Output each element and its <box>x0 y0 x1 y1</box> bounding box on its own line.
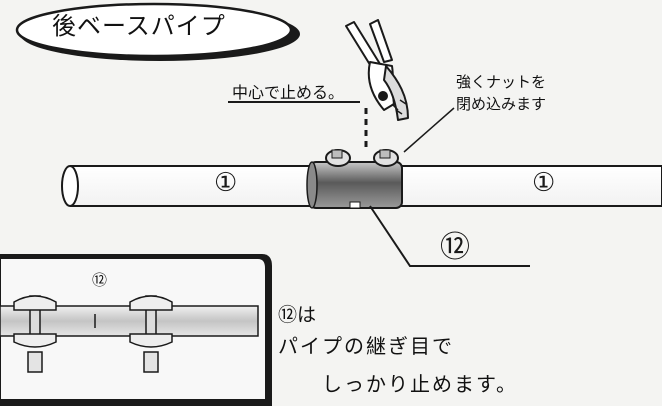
inset-detail <box>0 254 272 406</box>
tighten-label-line1: 強くナットを <box>456 73 547 91</box>
title-badge <box>15 2 300 61</box>
note-line1: ⑫は <box>278 304 317 326</box>
inset-clamp-left <box>13 295 57 373</box>
pipe-right-number: ① <box>532 168 556 198</box>
tighten-leader <box>403 107 455 153</box>
note-line3: しっかり止めます。 <box>322 372 518 396</box>
title: 後ベースパイプ <box>52 12 226 40</box>
sleeve-nuts <box>325 149 399 167</box>
joint-sleeve <box>306 161 403 209</box>
inset-number: ⑫ <box>92 271 108 289</box>
note-line2: パイプの継ぎ目で <box>278 334 454 358</box>
joint-number-callout: ⑫ <box>440 230 470 265</box>
pliers-icon <box>345 19 409 121</box>
pipe-left-number: ① <box>214 168 238 198</box>
inset-clamp-right <box>129 295 173 373</box>
center-stop-label: 中心で止める。 <box>232 83 345 102</box>
joint-leader <box>369 205 530 267</box>
tighten-label-line2: 閉め込みます <box>456 95 547 113</box>
